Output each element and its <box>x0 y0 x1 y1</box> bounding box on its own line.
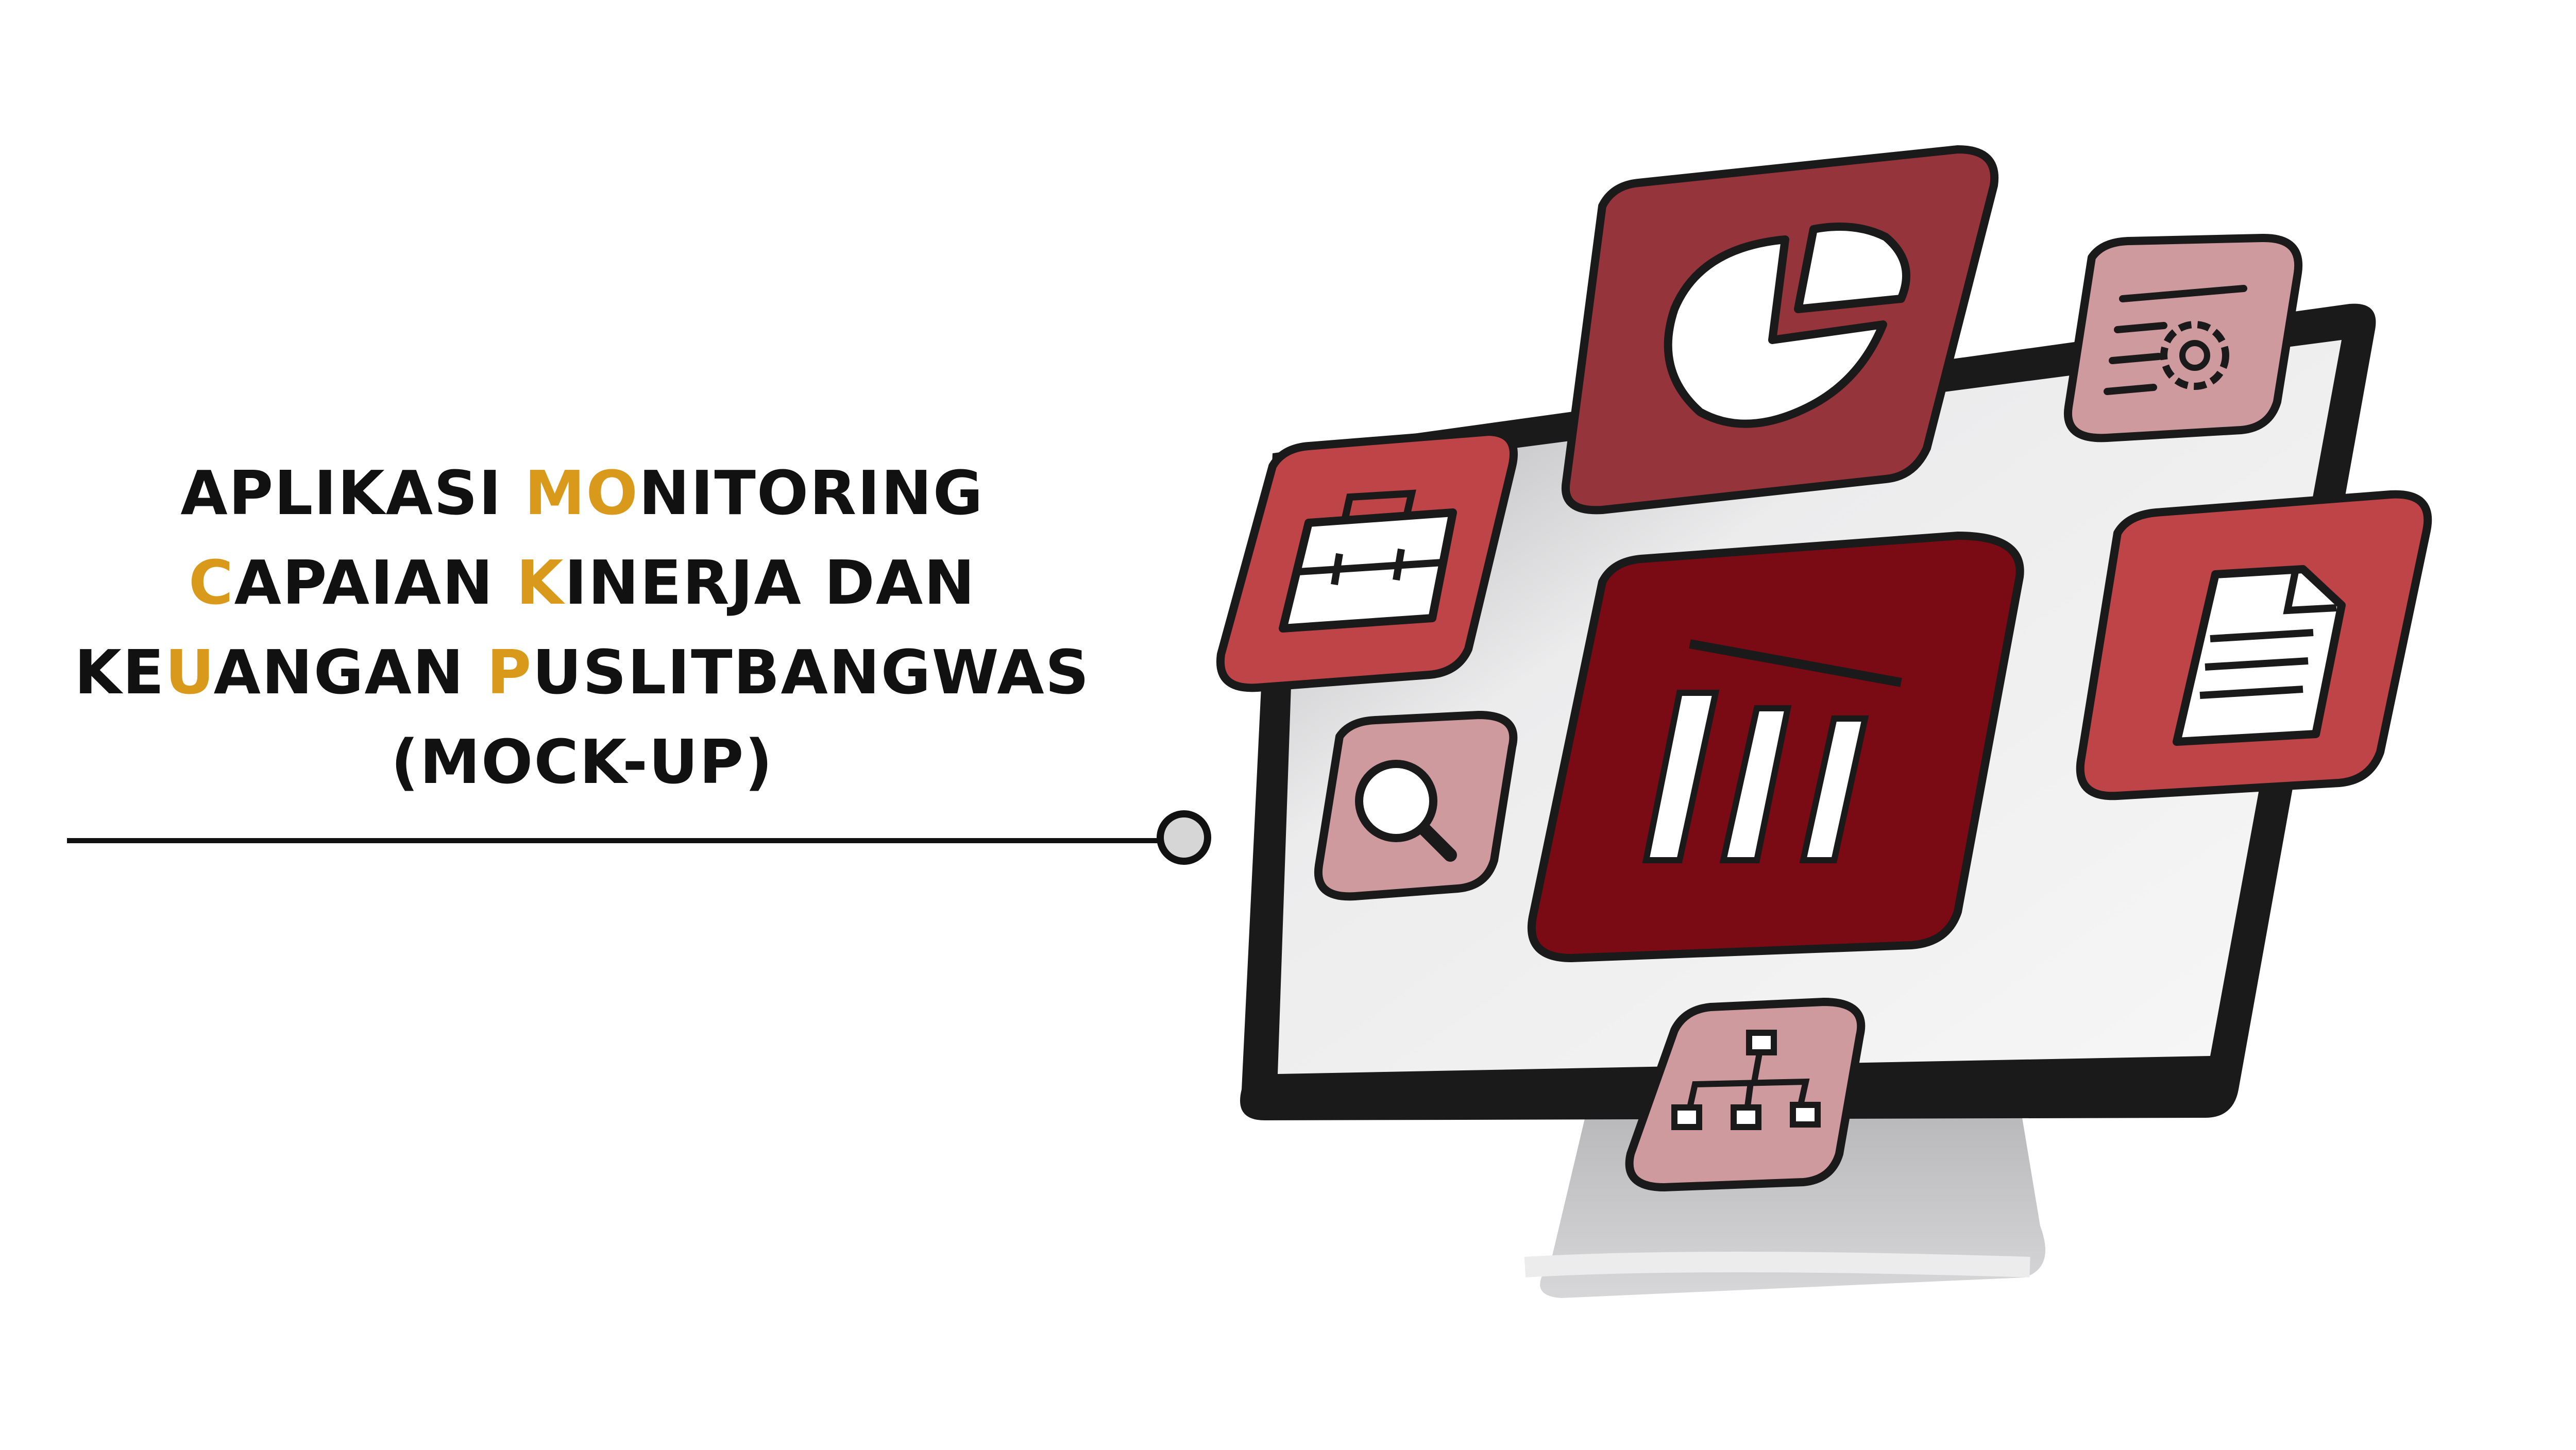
title-line-1: APLIKASI MONITORING <box>0 448 1164 538</box>
pie-chart-icon <box>1561 145 1999 515</box>
title-text: APAIAN <box>234 547 517 618</box>
title-text: (MOCK-UP) <box>391 726 774 797</box>
title-accent-text: MO <box>524 457 639 528</box>
title-accent-text: K <box>516 547 565 618</box>
title-text: INERJA DAN <box>564 547 976 618</box>
title-text: APLIKASI <box>180 457 525 528</box>
title-accent-text: U <box>165 637 214 708</box>
divider-end-dot <box>1157 810 1211 865</box>
title-text: NITORING <box>638 457 984 528</box>
org-chart-icon <box>1625 998 1866 1191</box>
page-title: APLIKASI MONITORING CAPAIAN KINERJA DAN … <box>0 448 1164 807</box>
title-line-2: CAPAIAN KINERJA DAN <box>0 538 1164 627</box>
bar-chart-icon <box>1527 532 2024 962</box>
title-text: USLITBANGWAS <box>532 637 1090 708</box>
settings-document-icon <box>2063 233 2303 442</box>
title-line-4: (MOCK-UP) <box>0 717 1164 807</box>
title-text: KE <box>74 637 165 708</box>
title-accent-text: P <box>486 637 533 708</box>
title-accent-text: C <box>189 547 234 618</box>
search-icon <box>1314 711 1518 901</box>
title-text: ANGAN <box>213 637 487 708</box>
document-icon <box>2076 490 2432 800</box>
briefcase-icon <box>1216 428 1518 692</box>
title-line-3: KEUANGAN PUSLITBANGWAS <box>0 627 1164 717</box>
